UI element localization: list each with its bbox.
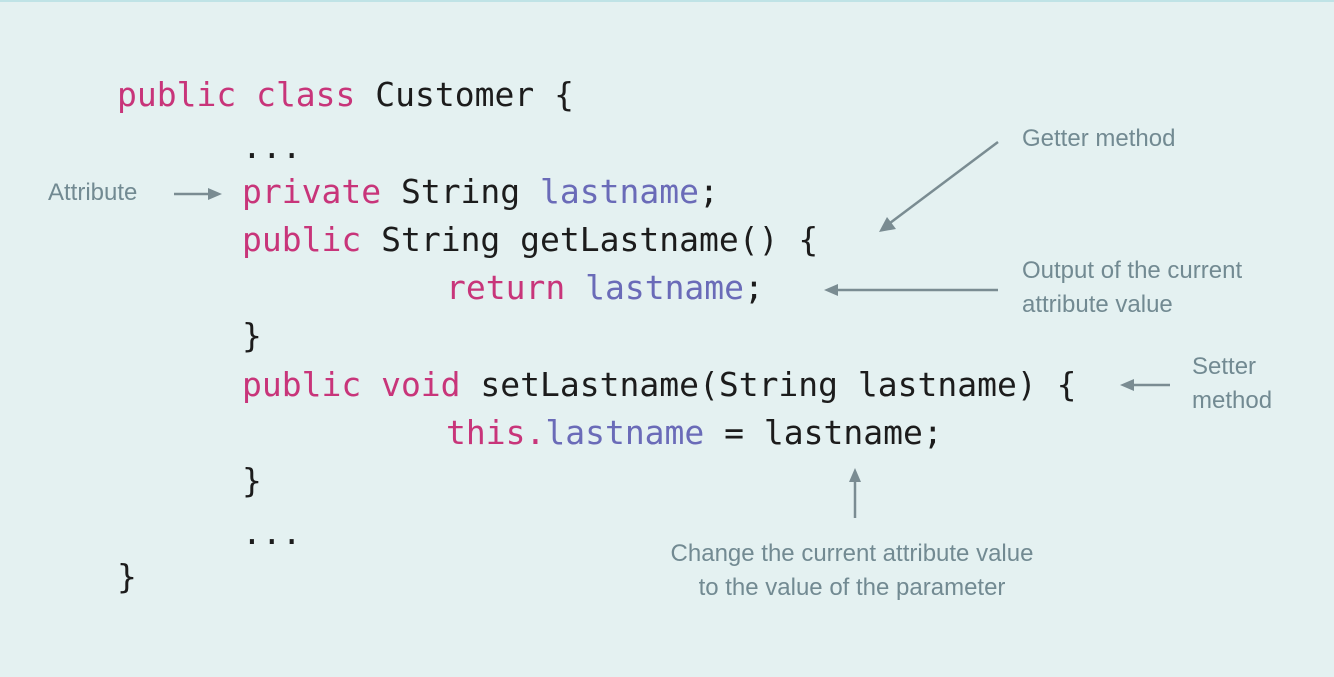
keyword-return: return: [446, 268, 566, 307]
change-arrow-icon: [849, 468, 861, 518]
code-line-class-close: }: [117, 557, 137, 597]
code-line-ellipsis-top: ...: [242, 127, 302, 167]
code-line-getter-signature: public String getLastname() {: [242, 220, 818, 260]
ellipsis: ...: [242, 513, 302, 552]
annotation-attribute: Attribute: [48, 179, 138, 206]
annotation-output: Output of the current attribute value: [1022, 254, 1242, 322]
getter-arrow-icon: [879, 141, 999, 232]
code-line-setter-signature: public void setLastname(String lastname)…: [242, 365, 1076, 405]
attribute-arrow-icon: [174, 188, 222, 200]
annotation-change-value: Change the current attribute value to th…: [632, 537, 1072, 605]
annotation-setter-line1: Setter: [1192, 353, 1257, 380]
semicolon: ;: [744, 268, 764, 307]
code-line-class-declaration: public class Customer {: [117, 75, 574, 115]
output-arrow-icon: [824, 284, 998, 296]
code-line-attribute: private String lastname;: [242, 172, 719, 212]
setter-signature: setLastname(String lastname) {: [480, 365, 1077, 404]
annotation-change-line2: to the value of the parameter: [698, 574, 1006, 601]
setter-arrow-icon: [1120, 379, 1170, 391]
code-line-return: return lastname;: [446, 268, 764, 308]
assignment-rest: = lastname;: [704, 413, 943, 452]
annotation-change-line1: Change the current attribute value: [670, 540, 1034, 567]
getter-signature: String getLastname() {: [381, 220, 819, 259]
class-name: Customer {: [375, 75, 574, 114]
ellipsis: ...: [242, 127, 302, 166]
annotation-setter-line2: method: [1192, 387, 1273, 414]
code-line-getter-close: }: [242, 316, 262, 356]
annotation-getter-method: Getter method: [1022, 125, 1176, 152]
closing-brace: }: [242, 316, 262, 355]
closing-brace: }: [117, 557, 137, 596]
keyword-private: private: [242, 172, 382, 211]
code-line-ellipsis-bottom: ...: [242, 513, 302, 553]
semicolon: ;: [699, 172, 719, 211]
keyword-public-class: public class: [117, 75, 356, 114]
code-line-setter-close: }: [242, 461, 262, 501]
annotation-setter-method: Setter method: [1192, 350, 1272, 418]
keyword-public-void: public void: [242, 365, 461, 404]
code-line-assignment: this.lastname = lastname;: [446, 413, 943, 453]
field-lastname: lastname: [545, 413, 705, 452]
annotation-output-line1: Output of the current: [1022, 257, 1243, 284]
annotation-output-line2: attribute value: [1022, 291, 1173, 318]
keyword-public: public: [242, 220, 362, 259]
keyword-this: this.: [446, 413, 546, 452]
type-string: String: [400, 172, 521, 211]
top-border: [0, 0, 1334, 2]
closing-brace: }: [242, 461, 262, 500]
field-lastname: lastname: [585, 268, 745, 307]
field-lastname: lastname: [540, 172, 699, 211]
